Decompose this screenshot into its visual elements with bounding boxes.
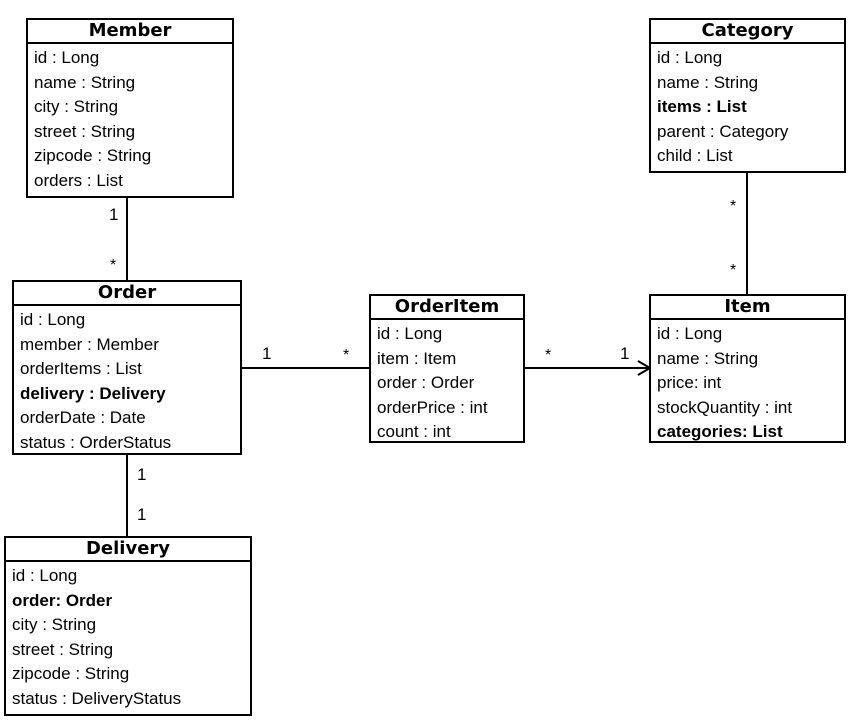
class-attribute: price: int [657, 373, 722, 393]
multiplicity-order-end: * [110, 257, 117, 274]
class-attribute: id : Long [20, 310, 86, 329]
delivery-class: Delivery id : Long order: Order city : Str… [4, 536, 252, 716]
class-title: Member [28, 20, 232, 44]
class-attribute: categories: List [657, 422, 783, 442]
class-attribute: city : String [12, 615, 97, 635]
class-attribute: count : int [377, 422, 451, 442]
member-class: Member id : Long name : String city : Stri… [26, 18, 234, 198]
orderitem-class: OrderItem id : Long item : Item order : Or… [369, 294, 525, 443]
multiplicity-order-end: 1 [137, 465, 147, 484]
class-attribute: order: Order [12, 590, 113, 610]
class-attribute: name : String [34, 72, 136, 92]
multiplicity-item-end: 1 [620, 344, 630, 363]
class-title: Item [651, 296, 844, 320]
class-title: OrderItem [371, 296, 523, 320]
class-attribute: orders : List [34, 170, 123, 190]
class-attribute: status : DeliveryStatus [12, 688, 182, 708]
class-attribute: orderPrice : int [377, 397, 488, 417]
class-attribute: zipcode : String [12, 664, 130, 684]
class-attribute: id : Long [377, 324, 443, 343]
class-attribute: name : String [657, 72, 759, 92]
class-title: Delivery [6, 538, 250, 562]
class-attribute: item : Item [377, 348, 457, 368]
class-attribute: member : Member [20, 334, 159, 354]
class-attribute: id : Long [657, 48, 723, 67]
class-attribute: zipcode : String [34, 146, 152, 166]
class-attribute: parent : Category [657, 121, 789, 141]
class-attribute: id : Long [657, 324, 723, 343]
class-attribute: id : Long [34, 48, 100, 67]
class-attribute: city : String [34, 97, 119, 117]
class-attribute: name : String [657, 348, 759, 368]
order-class: Order id : Long member : Member orderItems… [12, 280, 242, 455]
class-attribute: child : List [657, 146, 733, 166]
class-attribute: orderItems : List [20, 359, 142, 379]
class-attribute: street : String [34, 121, 136, 141]
multiplicity-orderitem-end: * [545, 347, 552, 364]
multiplicity-orderitem-end: * [343, 347, 350, 364]
multiplicity-category-end: * [730, 198, 737, 215]
category-class: Category id : Long name : String items : L… [649, 18, 846, 173]
class-attribute: delivery : Delivery [20, 383, 166, 403]
class-attribute: items : List [657, 97, 747, 117]
class-title: Category [651, 20, 844, 44]
class-attribute: order : Order [377, 373, 475, 393]
multiplicity-member-end: 1 [109, 205, 119, 224]
class-attribute: street : String [12, 639, 114, 659]
multiplicity-delivery-end: 1 [137, 505, 147, 524]
class-attribute: id : Long [12, 566, 78, 585]
multiplicity-item-end: * [730, 262, 737, 279]
item-class: Item id : Long name : String price: int sto… [649, 294, 846, 443]
class-attribute: orderDate : Date [20, 408, 146, 428]
class-attribute: stockQuantity : int [657, 397, 793, 417]
class-title: Order [14, 282, 240, 306]
multiplicity-order-end: 1 [262, 344, 272, 363]
class-attribute: status : OrderStatus [20, 432, 172, 452]
